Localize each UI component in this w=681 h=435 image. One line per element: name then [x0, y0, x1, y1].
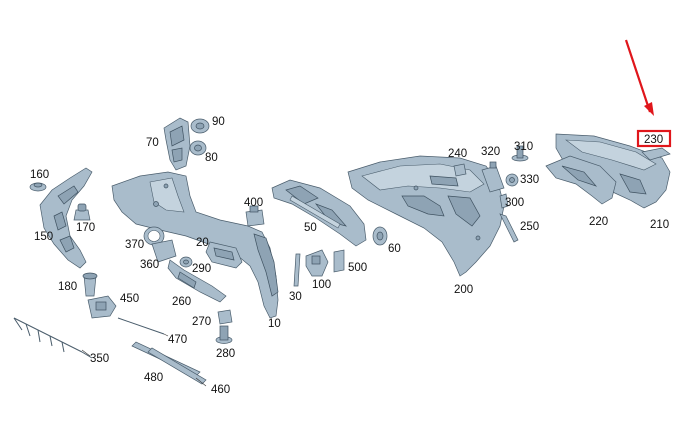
part-450-sensor[interactable] [87, 295, 117, 319]
highlight-arrow [624, 39, 654, 116]
part-290-clip[interactable] [179, 256, 193, 268]
leader-lines [81, 333, 207, 387]
label-60[interactable]: 60 [388, 243, 401, 255]
part-80-grommet[interactable] [189, 140, 207, 156]
part-260-support[interactable] [167, 259, 227, 303]
label-280[interactable]: 280 [216, 348, 235, 360]
label-100[interactable]: 100 [312, 279, 331, 291]
label-170[interactable]: 170 [76, 222, 95, 234]
part-90-grommet[interactable] [190, 118, 210, 134]
part-180-pin[interactable] [82, 272, 98, 297]
label-20[interactable]: 20 [196, 237, 209, 249]
part-30-rod[interactable] [293, 253, 301, 287]
label-50[interactable]: 50 [304, 222, 317, 234]
part-460-strip[interactable] [147, 347, 207, 385]
label-220[interactable]: 220 [589, 216, 608, 228]
part-330-grommet[interactable] [505, 173, 519, 187]
label-350[interactable]: 350 [90, 353, 109, 365]
part-360-cover[interactable] [151, 239, 177, 263]
label-180[interactable]: 180 [58, 281, 77, 293]
part-240-nut[interactable] [453, 163, 467, 177]
part-400-bracket[interactable] [245, 205, 265, 227]
part-160-clip[interactable] [29, 182, 47, 192]
part-280-screw[interactable] [215, 325, 233, 344]
label-270[interactable]: 270 [192, 316, 211, 328]
part-50-reinforcement[interactable] [271, 179, 367, 247]
label-500[interactable]: 500 [348, 262, 367, 274]
label-90[interactable]: 90 [212, 116, 225, 128]
label-200[interactable]: 200 [454, 284, 473, 296]
part-60-grommet[interactable] [372, 226, 388, 246]
part-10-bumper-cover[interactable] [111, 171, 279, 319]
part-250-strip[interactable] [499, 213, 519, 243]
part-210-diffuser[interactable] [555, 133, 671, 209]
label-260[interactable]: 260 [172, 296, 191, 308]
label-150[interactable]: 150 [34, 231, 53, 243]
part-350-wiring-harness[interactable] [13, 317, 93, 359]
label-290[interactable]: 290 [192, 263, 211, 275]
part-170-clip[interactable] [73, 203, 91, 221]
part-500-cover[interactable] [333, 249, 345, 273]
label-370[interactable]: 370 [125, 239, 144, 251]
part-100-bracket[interactable] [305, 249, 329, 277]
part-370-ring[interactable] [143, 226, 165, 246]
label-310[interactable]: 310 [514, 141, 533, 153]
label-10[interactable]: 10 [268, 318, 281, 330]
part-200-rear-bumper[interactable] [347, 155, 505, 277]
part-310-screw[interactable] [511, 145, 529, 162]
label-400[interactable]: 400 [244, 197, 263, 209]
label-70[interactable]: 70 [146, 137, 159, 149]
part-270-clip[interactable] [217, 309, 233, 325]
label-300[interactable]: 300 [505, 197, 524, 209]
label-210[interactable]: 210 [650, 219, 669, 231]
label-230[interactable]: 230 [644, 134, 663, 146]
label-460[interactable]: 460 [211, 384, 230, 396]
label-250[interactable]: 250 [520, 221, 539, 233]
part-230-trim[interactable] [641, 147, 671, 161]
label-450[interactable]: 450 [120, 293, 139, 305]
part-300-clip[interactable] [499, 193, 509, 209]
part-70-bracket[interactable] [163, 117, 191, 171]
part-20-bracket[interactable] [205, 241, 243, 269]
label-480[interactable]: 480 [144, 372, 163, 384]
label-80[interactable]: 80 [205, 152, 218, 164]
label-360[interactable]: 360 [140, 259, 159, 271]
part-150-side-bracket[interactable] [39, 167, 93, 269]
highlight-box [636, 129, 672, 148]
part-220-insert[interactable] [545, 155, 617, 205]
label-320[interactable]: 320 [481, 146, 500, 158]
label-30[interactable]: 30 [289, 291, 302, 303]
label-240[interactable]: 240 [448, 148, 467, 160]
label-470[interactable]: 470 [168, 334, 187, 346]
part-470-cable[interactable] [117, 317, 165, 335]
part-320-plate[interactable] [481, 161, 505, 193]
label-330[interactable]: 330 [520, 174, 539, 186]
label-160[interactable]: 160 [30, 169, 49, 181]
